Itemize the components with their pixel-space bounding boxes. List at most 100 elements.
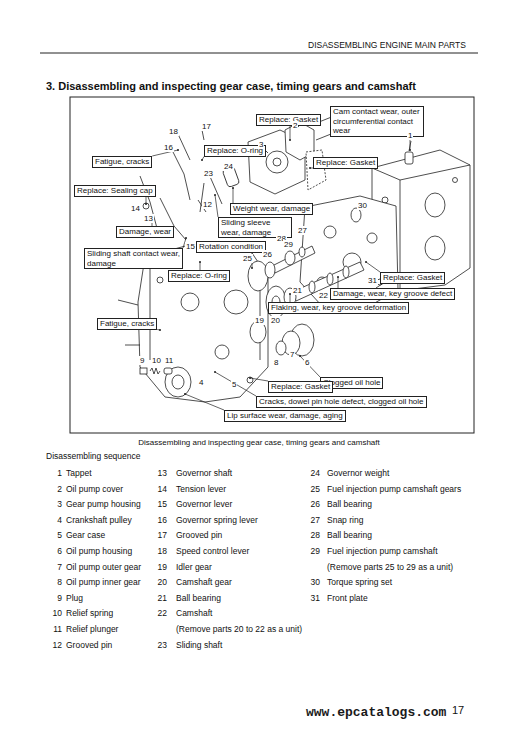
sequence-number: 29 (306, 546, 320, 556)
leader-dot (232, 187, 234, 189)
note-text: Sliding shaft contact wear, damage (87, 249, 180, 268)
note-text: Damage, wear, key groove defect (333, 289, 452, 299)
callout-number: 9 (139, 356, 145, 365)
sequence-number: 7 (48, 562, 62, 572)
leader-line (338, 277, 339, 288)
part-name: Relief plunger (66, 624, 118, 634)
callout-number: 5 (231, 380, 237, 389)
leader-dot (201, 159, 203, 161)
leader-dot (145, 203, 147, 205)
part-name: Governor shaft (176, 468, 232, 478)
leader-dot (289, 139, 291, 141)
leader-dot (214, 371, 216, 373)
note-text: Replace: Gasket (271, 382, 330, 392)
part-name: Tension lever (176, 484, 226, 494)
sequence-number: 12 (48, 640, 62, 650)
sequence-number: 23 (153, 640, 167, 650)
leader-line (146, 197, 147, 205)
inspection-note-box: Flaking, wear, key groove deformation (268, 302, 409, 314)
leader-line (290, 126, 291, 141)
leader-dot (199, 261, 201, 263)
inspection-note-box: Cracks, dowel pin hole defect, clogged o… (256, 396, 427, 408)
leader-dot (409, 149, 411, 151)
callout-number: 20 (270, 316, 281, 325)
leader-dot (299, 355, 301, 357)
leader-line (215, 195, 218, 217)
part-name: Relief spring (66, 608, 113, 618)
part-name: Camshaft gear (176, 577, 232, 587)
callout-number: 7 (289, 350, 295, 359)
note-text: Fatigue, cracks (95, 157, 149, 167)
part-name: Crankshaft pulley (66, 515, 132, 525)
inspection-note-box: Replace: Gasket (313, 157, 378, 169)
callout-number: 24 (223, 162, 234, 171)
note-text: Weight wear, damage (233, 204, 310, 214)
sequence-number: 31 (306, 593, 320, 603)
leader-dot (184, 393, 186, 395)
note-text: Replace: Gasket (316, 158, 375, 168)
part-name: Sliding shaft (176, 640, 222, 650)
sequence-number: 15 (153, 499, 167, 509)
callout-number: 27 (297, 226, 308, 235)
inspection-note-box: Weight wear, damage (230, 203, 313, 215)
leader-line (366, 262, 380, 272)
part-name: Fuel injection pump camshaft gears (327, 484, 461, 494)
leader-line (300, 356, 320, 377)
sequence-number: 3 (48, 499, 62, 509)
leader-line (157, 329, 160, 331)
part-name: Oil pump outer gear (66, 562, 141, 572)
part-name: Plug (66, 593, 83, 603)
sequence-note: (Remove parts 20 to 22 as a unit) (176, 624, 302, 634)
sequence-number: 18 (153, 546, 167, 556)
callout-number: 3 (258, 140, 264, 149)
sequence-number: 25 (306, 484, 320, 494)
sequence-number: 16 (153, 515, 167, 525)
leader-line (290, 294, 291, 302)
callout-number: 6 (304, 358, 310, 367)
running-header: DISASSEMBLING ENGINE MAIN PARTS (308, 40, 466, 50)
callout-number: 23 (203, 169, 214, 178)
tappet (405, 152, 413, 164)
list-heading: Disassembling sequence (46, 451, 141, 461)
inspection-note-box: Replace: O-ring (204, 145, 266, 157)
part-name: Gear case (66, 530, 105, 540)
leader-line (200, 262, 201, 270)
leader-line (250, 378, 268, 381)
torque-spring (351, 208, 361, 222)
sequence-number: 28 (306, 530, 320, 540)
callout-number: 13 (143, 214, 154, 223)
leader-dot (185, 237, 187, 239)
leader-dot (337, 276, 339, 278)
inspection-note-box: Fatigue, cracks (92, 156, 152, 168)
note-text: Rotation condition (199, 242, 263, 252)
note-text: Flaking, wear, key groove deformation (271, 303, 406, 313)
section-title: 3. Disassembling and inspecting gear cas… (46, 80, 416, 92)
callout-number: 30 (357, 201, 368, 210)
callout-number: 25 (242, 254, 253, 263)
watermark: www.epcatalogs.com (306, 705, 446, 720)
sequence-number: 21 (153, 593, 167, 603)
page-number: 17 (452, 704, 464, 716)
sequence-number: 5 (48, 530, 62, 540)
injection-camshaft (248, 246, 315, 291)
leader-dot (251, 267, 253, 269)
sequence-number: 27 (306, 515, 320, 525)
leader-dot (309, 167, 311, 169)
part-name: Grooved pin (176, 530, 222, 540)
part-name: Governor lever (176, 499, 232, 509)
part-name: Oil pump cover (66, 484, 123, 494)
callout-number: 17 (201, 122, 212, 131)
leader-line (185, 394, 224, 410)
note-text: Cracks, dowel pin hole defect, clogged o… (259, 397, 424, 407)
callout-number: 29 (283, 240, 294, 249)
callout-number: 15 (185, 242, 196, 251)
inspection-note-box: Fatigue, cracks (97, 318, 157, 330)
callout-number: 4 (198, 378, 204, 387)
callout-number: 11 (164, 356, 174, 365)
note-text: Lip surface wear, damage, aging (227, 411, 343, 421)
relief-parts (140, 368, 172, 374)
inspection-note-box: Lip surface wear, damage, aging (224, 410, 346, 422)
inspection-note-box: Replace: Gasket (380, 272, 445, 284)
sequence-number: 10 (48, 608, 62, 618)
